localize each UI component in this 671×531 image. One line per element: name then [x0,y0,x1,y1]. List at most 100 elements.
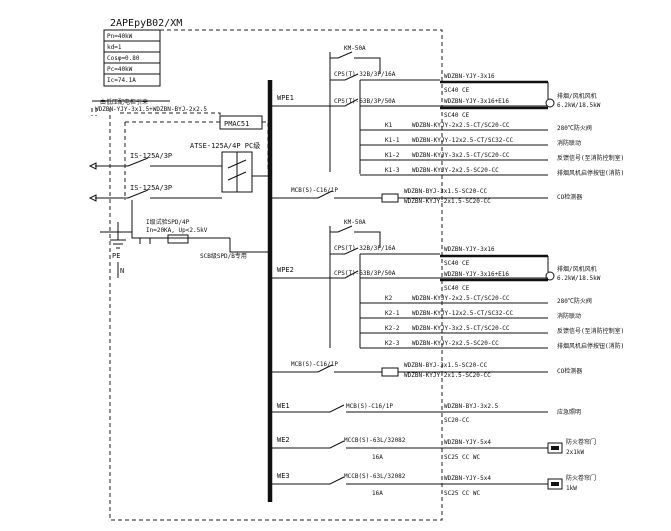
cable2-1: WDZBN-YJY-3x16+E16 [444,98,509,105]
earth-symbol [110,222,126,249]
branch-wpe2: WPE2 [277,266,294,274]
ctrl-row: K2 WDZBN-KYJY-2x2.5-CT/SC20-CC 280℃防火阀 [360,295,592,305]
ctrl-cable-2-2: WDZBN-KYJY-3x2.5-CT/SC20-CC [412,325,510,332]
breaker-we1: MCB(S)-C16/1P [346,403,393,410]
cable-b-we3: SC25 CC WC [444,490,481,497]
feeder-we3: WE3 MCCB(S)-63L/32082 16A WDZBN-YJY-5x4 … [270,472,596,497]
cps1-label-2: CPS(T)-32B/3P/16A [334,245,396,252]
sub-we2: 16A [372,454,383,461]
ctrl-row: K1 WDZBN-KYJY-2x2.5-CT/SC20-CC 280℃防火阀 [360,122,592,132]
panel-params: Pn=40kW kd=1 Cosφ=0.80 Pc=40kW Ic=74.1A [104,33,160,84]
incoming-note-1: 由低压配电柜引来 [100,98,148,106]
incoming-feeder-1 [95,157,222,167]
ctrl-k-1-1: K1-1 [385,137,400,144]
ctrl-k-2-3: K2-3 [385,340,400,347]
param-kd: kd=1 [107,44,122,51]
ctrl-k-2-1: K2-1 [385,310,400,317]
n-label: N [120,267,124,275]
cable1-1: WDZBN-YJY-3x16 [444,73,495,80]
fan-desc-2a: 排烟/风机风机 [557,265,597,273]
ctrl-cable-2-1: WDZBN-KYJY-12x2.5-CT/SC32-CC [412,310,514,317]
co-cable2-1: WDZBN-KYJY-2x1.5-SC20-CC [404,198,491,205]
ctrl-k-2-0: K2 [385,295,393,302]
ctrl-row: K2-1 WDZBN-KYJY-12x2.5-CT/SC32-CC 消防联动 [360,310,581,320]
ctrl-desc-2-3: 排烟风机启停按钮(消防) [557,342,624,350]
desc2-we3: 1kW [566,485,577,492]
panel-params-box [103,29,161,87]
rolling-door-box-3 [547,478,563,490]
fan-desc-2b: 6.2kW/18.5kW [557,275,601,282]
co-mcb-2: MCB(S)-C16/1P [291,361,338,368]
cable-b-we2: SC25 CC WC [444,454,481,461]
group-wpe2: WPE2 KM-50A CPS(T)-32B/3P/16A CPS(T)-63B… [270,219,624,379]
cable1b-1: SC40 CE [444,87,470,94]
cable-we2: WDZBN-YJY-5x4 [444,439,491,446]
incoming-note-2: WDZBN-YJY-3x1.5+WDZBN-BYJ-2x2.5 [95,106,207,113]
breaker-we2: MCCB(S)-63L/32082 [344,437,406,444]
ctrl-desc-2-1: 消防联动 [557,312,581,320]
ctrl-cable-1-2: WDZBN-KYJY-3x2.5-CT/SC20-CC [412,152,510,159]
ctrl-cable-2-0: WDZBN-KYJY-2x2.5-CT/SC20-CC [412,295,510,302]
co-desc-1: CO检测器 [557,193,582,201]
branch-we1: WE1 [277,402,290,410]
fan-desc-1a: 排烟/风机风机 [557,92,597,100]
ctrl-desc-1-3: 排烟风机启停按钮(消防) [557,169,624,177]
ctrl-desc-2-2: 反馈信号(至消防控制室) [557,327,624,335]
ctrl-cable-1-0: WDZBN-KYJY-2x2.5-CT/SC20-CC [412,122,510,129]
km-label-1: KM-50A [344,45,366,52]
ctrl-row: K1-3 WDZBN-KYJY-2x2.5-SC20-CC 排烟风机启停按钮(消… [360,167,624,177]
cable-b-we1: SC20-CC [444,417,470,424]
is2-label: IS-125A/3P [130,184,172,192]
ctrl-k-1-0: K1 [385,122,393,129]
cable2b-1: SC40 CE [444,112,470,119]
is1-label: IS-125A/3P [130,152,172,160]
co-desc-2: CO检测器 [557,367,582,375]
rolling-door-box-2 [547,442,563,454]
desc-we1: 应急照明 [557,408,581,416]
fan-motor-2 [545,271,555,281]
cable-we1: WDZBN-BYJ-3x2.5 [444,403,499,410]
spd-device [167,234,189,244]
ctrl-desc-1-0: 280℃防火阀 [557,124,592,132]
desc1-we3: 防火卷帘门 [566,474,596,482]
ctrl-row: K2-3 WDZBN-KYJY-2x2.5-SC20-CC 排烟风机启停按钮(消… [360,340,624,350]
branch-wpe1: WPE1 [277,94,294,102]
cps1-label-1: CPS(T)-32B/3P/16A [334,71,396,78]
fan-desc-1b: 6.2kW/18.5kW [557,102,601,109]
breaker-we3: MCCB(S)-63L/32082 [344,473,406,480]
group-wpe1: WPE1 KM-50A CPS(T)-32B/3P/16A CPS(T)-63B… [270,45,624,205]
incoming-feeder-2 [95,189,222,199]
cable2b-2: SC40 CE [444,285,470,292]
cps2-label-1: CPS(T)-63B/3P/50A [334,98,396,105]
scb-label: SCB级SPD/B专用 [200,252,247,260]
ctrl-cable-1-3: WDZBN-KYJY-2x2.5-SC20-CC [412,167,499,174]
ctrl-k-1-2: K1-2 [385,152,400,159]
feeder-we1: WE1 MCB(S)-C16/1P WDZBN-BYJ-3x2.5 SC20-C… [270,402,581,424]
ats-label: ATSE-125A/4P PC级 [190,141,260,150]
ctrl-desc-1-2: 反馈信号(至消防控制室) [557,154,624,162]
feeder-we2: WE2 MCCB(S)-63L/32082 16A WDZBN-YJY-5x4 … [270,436,596,461]
param-pn: Pn=40kW [107,33,133,40]
cps2-label-2: CPS(T)-63B/3P/50A [334,270,396,277]
ctrl-desc-1-1: 消防联动 [557,139,581,147]
cable2-2: WDZBN-YJY-3x16+E16 [444,271,509,278]
ctrl-row: K1-1 WDZBN-KYJY-12x2.5-CT/SC32-CC 消防联动 [360,137,581,147]
co-device-2 [381,367,399,377]
ctrl-desc-2-0: 280℃防火阀 [557,297,592,305]
co-mcb-1: MCB(S)-C16/1P [291,187,338,194]
ctrl-row: K2-2 WDZBN-KYJY-3x2.5-CT/SC20-CC 反馈信号(至消… [360,325,624,335]
co-cable1-2: WDZBN-BYJ-3x1.5-SC20-CC [404,362,487,369]
fan-motor-1 [545,98,555,108]
ctrl-row: K1-2 WDZBN-KYJY-3x2.5-CT/SC20-CC 反馈信号(至消… [360,152,624,162]
desc1-we2: 防火卷帘门 [566,438,596,446]
branch-we2: WE2 [277,436,290,444]
ctrl-k-1-3: K1-3 [385,167,400,174]
km-label-2: KM-50A [344,219,366,226]
ctrl-cable-2-3: WDZBN-KYJY-2x2.5-SC20-CC [412,340,499,347]
param-pc: Pc=40kW [107,66,133,73]
pmac-label: PMAC51 [224,120,249,128]
param-ic: Ic=74.1A [107,77,136,84]
ctrl-k-2-2: K2-2 [385,325,400,332]
enclosure-boundary [109,29,443,521]
